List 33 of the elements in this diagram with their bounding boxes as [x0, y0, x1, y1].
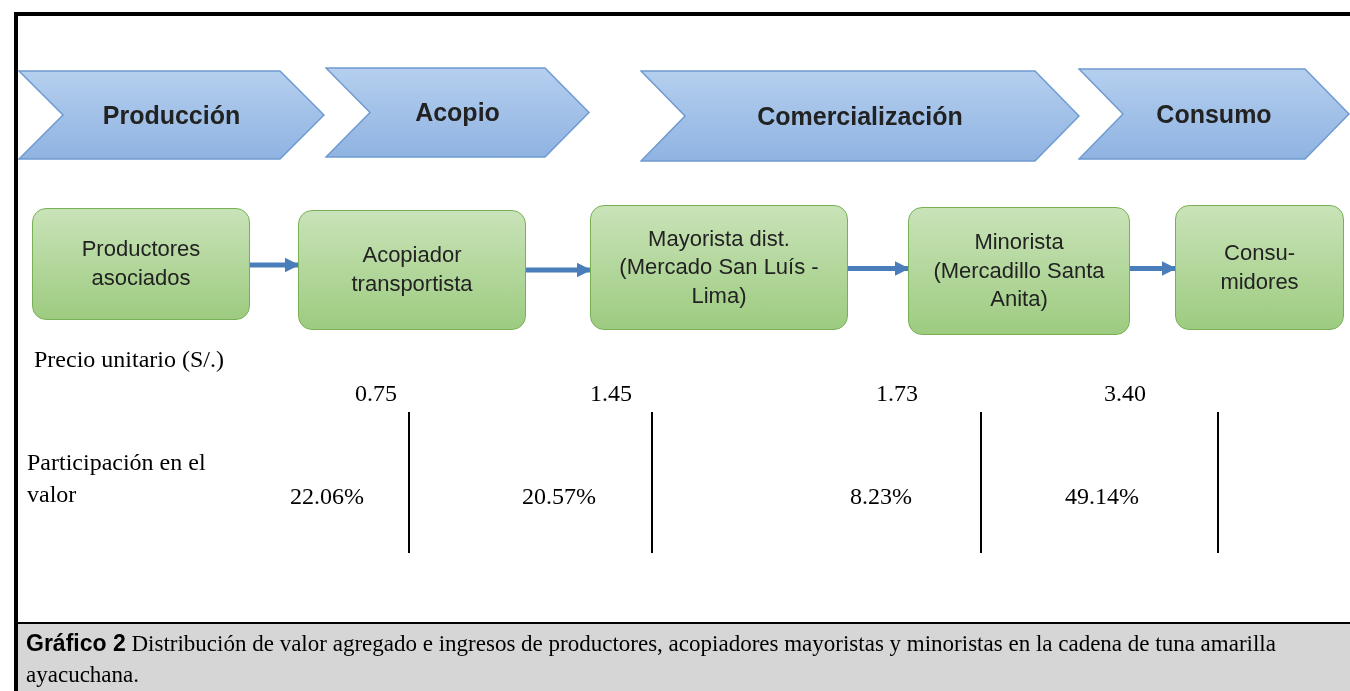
- price-value: 3.40: [1104, 379, 1146, 408]
- chevron-banner: [1078, 68, 1350, 160]
- price-value: 1.45: [590, 379, 632, 408]
- stage-label: Consumo: [1156, 99, 1272, 129]
- price-value: 1.73: [876, 379, 918, 408]
- process-box: [1175, 205, 1344, 330]
- arrow: [848, 261, 910, 276]
- box-label: Productores asociados: [80, 235, 202, 292]
- chevron-banner: [640, 70, 1080, 162]
- process-box: [908, 207, 1130, 335]
- percentage-value: 8.23%: [850, 482, 912, 511]
- process-box: [298, 210, 526, 330]
- arrow: [526, 262, 592, 278]
- stage-label: Comercialización: [757, 101, 963, 131]
- box-label: Mayorista dist. (Mercado San Luís - Lima): [618, 224, 820, 310]
- stage-label: Acopio: [415, 98, 500, 127]
- caption: Gráfico 2 Distribución de valor agregado e ingresos de productores, acopiadores mayoristas y minoristas en la cadena de tuna amarilla ayacuchana.: [26, 629, 1277, 690]
- percentage-value: 49.14%: [1065, 482, 1139, 511]
- percentage-value: 22.06%: [290, 482, 364, 511]
- price-value: 0.75: [355, 379, 397, 408]
- chevron-banner: [325, 67, 590, 158]
- arrow: [1130, 261, 1177, 276]
- percentage-value: 20.57%: [522, 482, 596, 511]
- box-label: Minorista (Mercadillo Santa Anita): [932, 228, 1106, 314]
- process-box: [32, 208, 250, 320]
- chevron-banner: [18, 70, 325, 160]
- box-label: Acopiador transportista: [350, 241, 474, 298]
- row-heading: Participación en el valor: [27, 448, 207, 510]
- stage-label: Producción: [102, 100, 241, 130]
- process-box: [590, 205, 848, 330]
- arrow: [250, 257, 300, 273]
- box-label: Consu- midores: [1219, 238, 1300, 296]
- row-heading: Precio unitario (S/.): [34, 345, 224, 374]
